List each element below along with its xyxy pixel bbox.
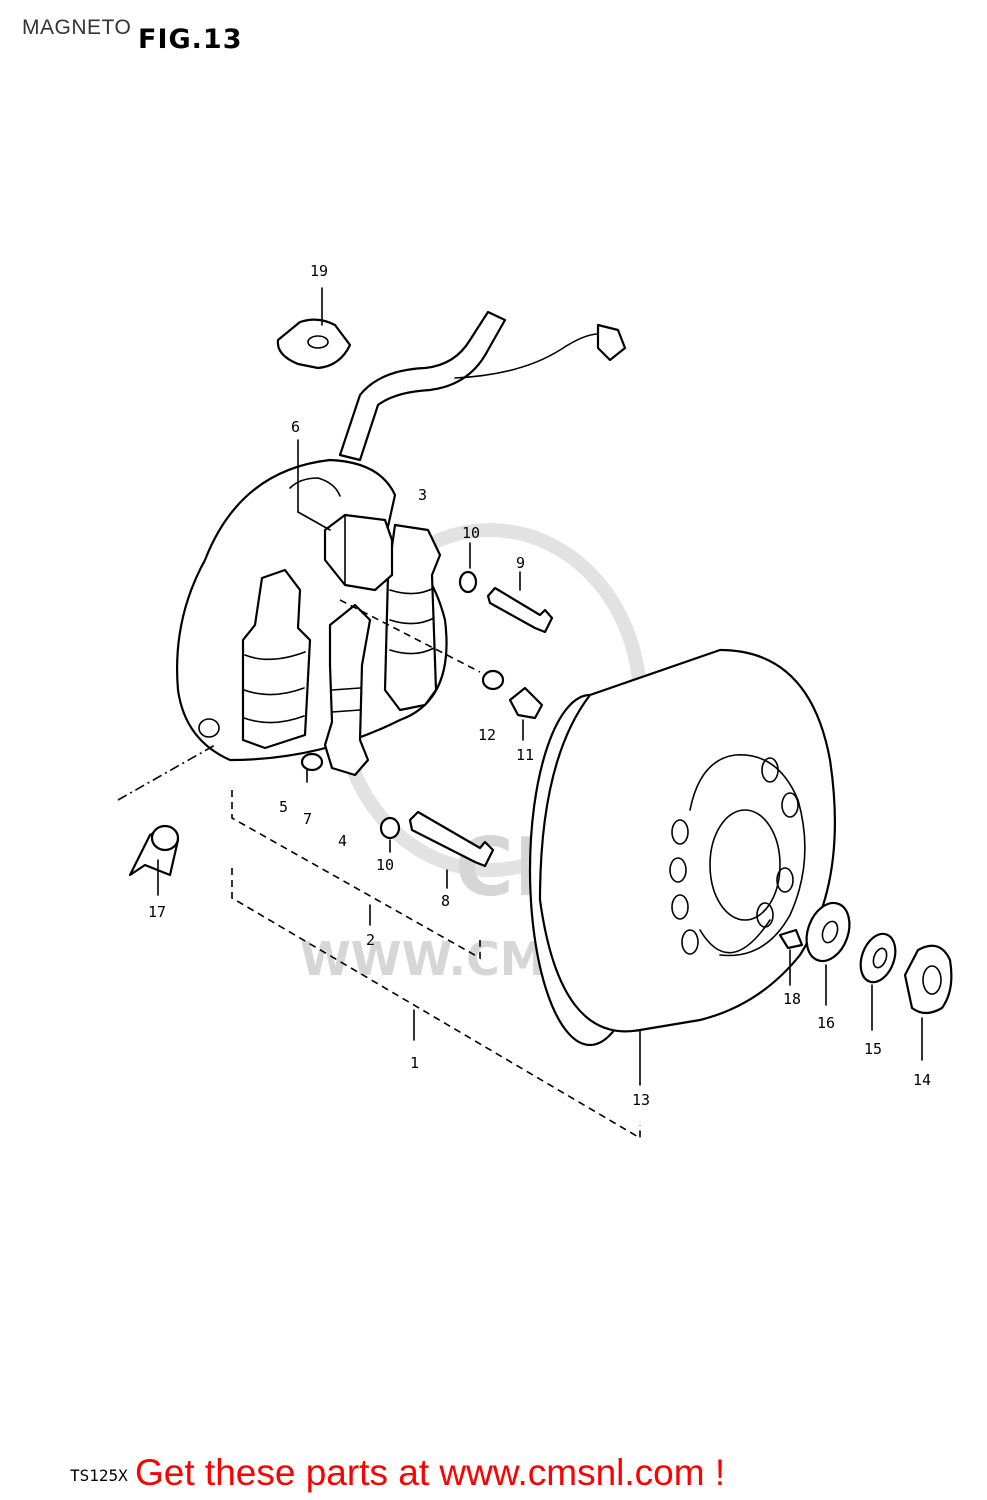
callout-17: 17 [148, 903, 166, 921]
part-19-grommet [276, 287, 352, 370]
model-code: TS125X [70, 1466, 128, 1485]
part-13-flywheel-rotor [528, 648, 837, 1086]
part-11-screw [508, 686, 544, 741]
part-3-coil [383, 523, 442, 712]
callout-12: 12 [478, 726, 496, 744]
callout-10-lower: 10 [376, 856, 394, 874]
part-17-bolt [117, 744, 216, 896]
callout-2: 2 [366, 931, 375, 949]
callout-6: 6 [291, 418, 300, 436]
part-8-screw [408, 810, 495, 889]
part-9-screw [486, 571, 554, 634]
callout-18: 18 [783, 990, 801, 1008]
callout-1: 1 [410, 1054, 419, 1072]
assembly-brackets [231, 790, 641, 1140]
callout-5: 5 [279, 798, 288, 816]
section-title: MAGNETO [22, 16, 132, 39]
callout-9: 9 [516, 554, 525, 572]
callout-10-upper: 10 [462, 524, 480, 542]
figure-label: FIG.13 [138, 24, 243, 55]
callout-15: 15 [864, 1040, 882, 1058]
part-7-screw [300, 752, 324, 783]
callout-8: 8 [441, 892, 450, 910]
callout-19: 19 [310, 262, 328, 280]
callout-13: 13 [632, 1091, 650, 1109]
wire-harness [338, 310, 627, 462]
callout-16: 16 [817, 1014, 835, 1032]
callout-3: 3 [418, 486, 427, 504]
part-14-nut [903, 944, 953, 1061]
part-12-washer [339, 599, 505, 691]
part-4-pulser-coil [323, 603, 372, 777]
part-10-washer-lower [379, 816, 401, 853]
part-18-key [778, 928, 804, 986]
callout-7: 7 [303, 810, 312, 828]
callout-14: 14 [913, 1071, 931, 1089]
promo-link[interactable]: Get these parts at www.cmsnl.com ! [135, 1452, 726, 1493]
part-6-connector [297, 439, 394, 592]
part-5-coil [241, 568, 312, 750]
part-16-washer [805, 901, 851, 1006]
callout-11: 11 [516, 746, 534, 764]
part-15-lock-washer [859, 932, 897, 1031]
part-10-washer-upper [458, 542, 478, 594]
callout-labels: 19 6 3 10 9 12 11 5 7 4 10 8 17 2 18 16 … [148, 262, 931, 1109]
callout-4: 4 [338, 832, 347, 850]
